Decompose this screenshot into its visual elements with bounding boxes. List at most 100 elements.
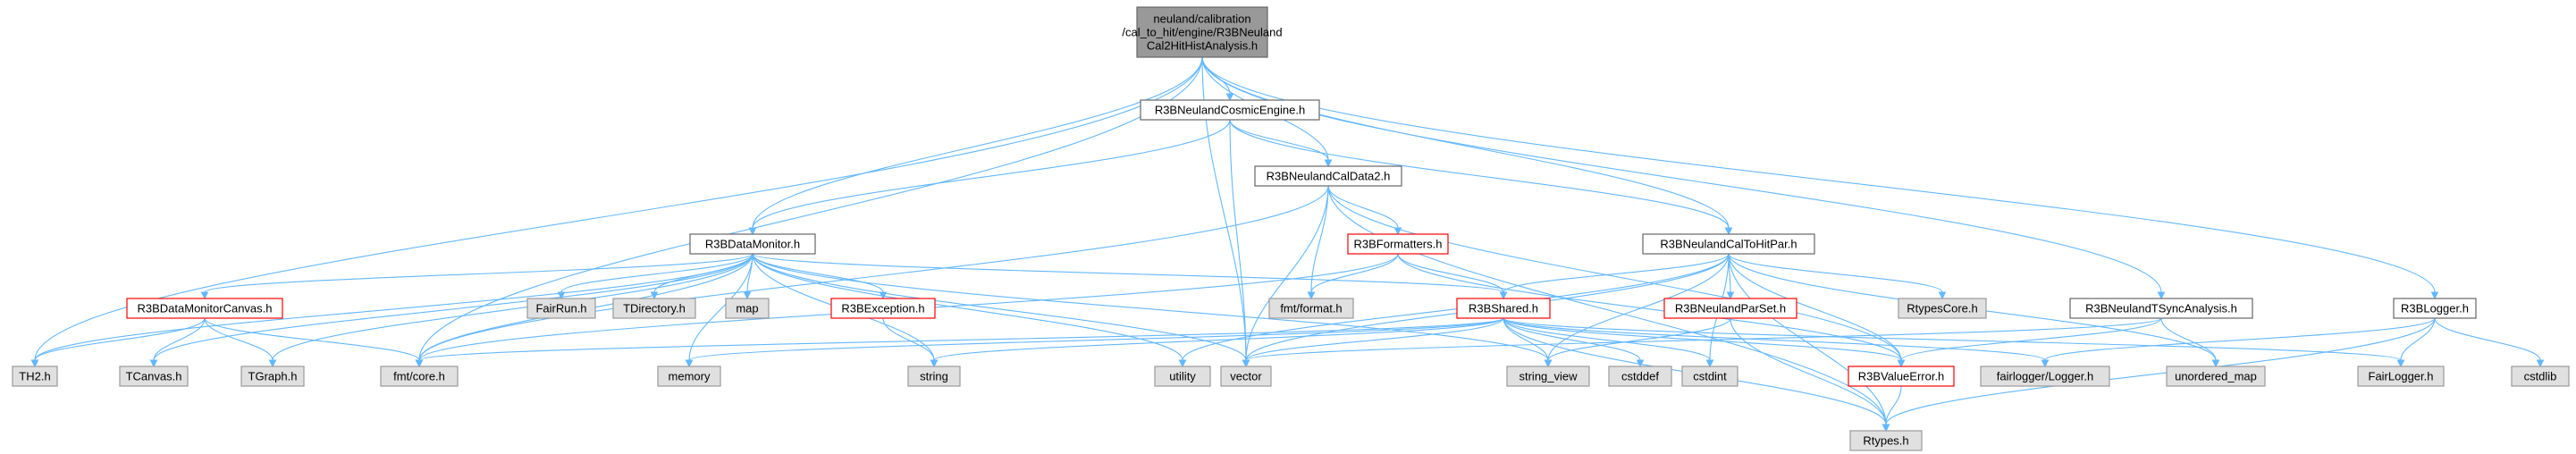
node-label: /cal_to_hit/engine/R3BNeuland: [1122, 26, 1282, 39]
edge-valueerror-to-rtypes: [1881, 385, 1902, 433]
node-box: [12, 366, 58, 387]
node-label: Rtypes.h: [1863, 434, 1908, 448]
node-label: unordered_map: [2175, 370, 2257, 383]
node-tsync[interactable]: R3BNeulandTSyncAnalysis.h: [2069, 298, 2253, 319]
node-box: [612, 298, 696, 319]
edge-root-to-th2: [30, 56, 1203, 368]
node-map[interactable]: map: [725, 298, 770, 319]
node-box: [119, 366, 189, 387]
node-box: [1980, 366, 2110, 387]
node-label: vector: [1230, 370, 1262, 383]
node-datamonitor[interactable]: R3BDataMonitor.h: [689, 233, 816, 255]
node-box: [830, 298, 936, 319]
edge-dmcanvas-to-tgraph: [204, 317, 277, 368]
node-box: [380, 366, 459, 387]
node-box: [2357, 366, 2445, 387]
node-label: R3BNeulandCalToHitPar.h: [1660, 238, 1797, 251]
node-label: fairlogger/Logger.h: [1997, 370, 2093, 383]
node-box: [2166, 366, 2266, 387]
node-box: [2511, 366, 2570, 387]
node-box: [1347, 233, 1449, 255]
edge-logger-to-cstdlib: [2434, 317, 2545, 368]
node-shared[interactable]: R3BShared.h: [1456, 298, 1551, 319]
node-label: fmt/core.h: [393, 370, 445, 383]
node-label: R3BNeulandParSet.h: [1675, 302, 1786, 315]
node-vector[interactable]: vector: [1220, 366, 1272, 387]
edge-caltohitpar-to-utility: [1178, 253, 1730, 368]
edge-shared-to-fmtcore: [415, 317, 1504, 368]
node-box: [2393, 298, 2477, 319]
edge-exception-to-string: [882, 317, 939, 368]
node-caldata2[interactable]: R3BNeulandCalData2.h: [1254, 165, 1402, 187]
node-parset[interactable]: R3BNeulandParSet.h: [1663, 298, 1797, 319]
edge-dmcanvas-to-tcanvas: [149, 317, 206, 368]
node-memory[interactable]: memory: [657, 366, 721, 387]
node-label: utility: [1169, 370, 1196, 383]
node-cosmic[interactable]: R3BNeulandCosmicEngine.h: [1140, 99, 1320, 121]
edge-tsync-to-unordered_map: [2160, 317, 2220, 368]
node-label: R3BException.h: [841, 302, 924, 315]
edge-shared-to-memory: [685, 317, 1504, 368]
node-box: [1848, 366, 1955, 387]
node-label: TGraph.h: [248, 370, 298, 383]
node-label: R3BShared.h: [1469, 302, 1538, 315]
node-string[interactable]: string: [907, 366, 961, 387]
node-label: R3BNeulandTSyncAnalysis.h: [2085, 302, 2237, 315]
node-formatters[interactable]: R3BFormatters.h: [1347, 233, 1449, 255]
node-exception[interactable]: R3BException.h: [830, 298, 936, 319]
node-label: FairRun.h: [535, 302, 586, 315]
node-box: [1849, 430, 1923, 451]
node-box: [1898, 298, 1987, 319]
node-fmtcore[interactable]: fmt/core.h: [380, 366, 459, 387]
node-box: [1220, 366, 1272, 387]
node-cstdlib[interactable]: cstdlib: [2511, 366, 2570, 387]
node-label: cstdlib: [2524, 370, 2557, 383]
edge-formatters-to-shared: [1397, 253, 1508, 300]
node-label: fmt/format.h: [1280, 302, 1342, 315]
edge-logger-to-rtypes: [1881, 317, 2436, 433]
node-box: [2069, 298, 2253, 319]
node-label: neuland/calibration: [1153, 13, 1250, 26]
node-cstdint[interactable]: cstdint: [1681, 366, 1738, 387]
node-box: [725, 298, 770, 319]
node-rtypescore[interactable]: RtypesCore.h: [1898, 298, 1987, 319]
node-th2[interactable]: TH2.h: [12, 366, 58, 387]
node-box: [1268, 298, 1354, 319]
node-fairloggerlogger[interactable]: fairlogger/Logger.h: [1980, 366, 2110, 387]
edge-caldata2-to-valueerror: [1327, 185, 1906, 368]
node-label: RtypesCore.h: [1907, 302, 1977, 315]
node-dmcanvas[interactable]: R3BDataMonitorCanvas.h: [126, 298, 283, 319]
edge-dmcanvas-to-th2: [30, 317, 206, 368]
edge-cosmic-to-vector: [1229, 119, 1250, 368]
node-rtypes[interactable]: Rtypes.h: [1849, 430, 1923, 451]
node-caltohitpar[interactable]: R3BNeulandCalToHitPar.h: [1642, 233, 1815, 255]
node-tdirectory[interactable]: TDirectory.h: [612, 298, 696, 319]
node-logger[interactable]: R3BLogger.h: [2393, 298, 2477, 319]
node-unordered-map[interactable]: unordered_map: [2166, 366, 2266, 387]
node-string-view[interactable]: string_view: [1506, 366, 1590, 387]
node-root[interactable]: neuland/calibration/cal_to_hit/engine/R3…: [1122, 6, 1283, 58]
node-valueerror[interactable]: R3BValueError.h: [1848, 366, 1955, 387]
node-fmtformat[interactable]: fmt/format.h: [1268, 298, 1354, 319]
edge-root-to-caltohitpar: [1201, 56, 1733, 236]
node-box: [1681, 366, 1738, 387]
node-label: R3BNeulandCalData2.h: [1267, 170, 1391, 183]
node-tcanvas[interactable]: TCanvas.h: [119, 366, 189, 387]
node-label: string_view: [1519, 370, 1578, 383]
node-label: R3BLogger.h: [2401, 302, 2469, 315]
node-cstddef[interactable]: cstddef: [1608, 366, 1672, 387]
edge-datamonitor-to-dmcanvas: [200, 253, 753, 300]
node-utility[interactable]: utility: [1154, 366, 1211, 387]
node-box: [657, 366, 721, 387]
node-tgraph[interactable]: TGraph.h: [240, 366, 305, 387]
node-fairlogger[interactable]: FairLogger.h: [2357, 366, 2445, 387]
node-box: [1136, 6, 1268, 58]
node-label: map: [736, 302, 758, 315]
nodes-layer: neuland/calibration/cal_to_hit/engine/R3…: [12, 6, 2570, 451]
node-label: string: [920, 370, 948, 383]
node-box: [240, 366, 305, 387]
node-fairrun[interactable]: FairRun.h: [526, 298, 596, 319]
edge-logger-to-fairlogger: [2396, 317, 2436, 368]
node-label: FairLogger.h: [2369, 370, 2434, 383]
